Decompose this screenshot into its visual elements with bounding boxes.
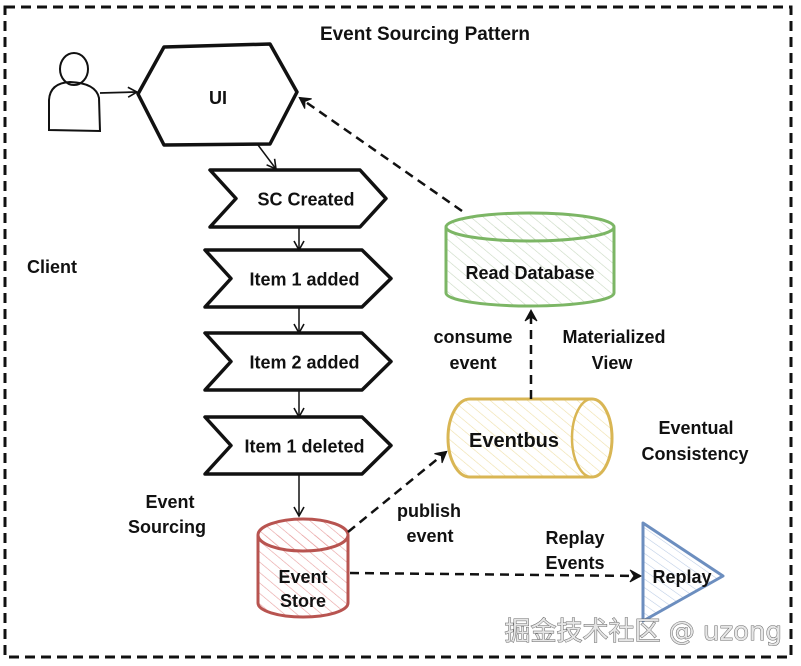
read-database-node[interactable]: Read Database — [444, 211, 616, 308]
event-item-label: Item 1 deleted — [244, 437, 364, 457]
event-store-node[interactable]: Event Store — [256, 517, 350, 619]
watermark: 掘金技术社区 @ uzong — [504, 617, 782, 647]
event-item[interactable]: Item 1 added — [203, 248, 393, 309]
replay-events-label-line1: Replay — [545, 528, 604, 548]
replay-events-label-line2: Events — [545, 553, 604, 573]
event-sourcing-label-line1: Event — [145, 492, 194, 512]
event-item-label: SC Created — [257, 190, 354, 210]
event-chevron — [203, 248, 393, 309]
event-chevron — [203, 331, 393, 392]
materialized-view-label-line2: View — [592, 353, 634, 373]
event-item[interactable]: Item 2 added — [203, 331, 393, 392]
arrow-readdb-to-ui — [298, 96, 463, 213]
publish-event-label-line1: publish — [397, 501, 461, 521]
event-chevron — [208, 168, 388, 229]
user-icon — [48, 52, 102, 133]
consume-event-label-line2: event — [449, 353, 496, 373]
arrow-user-to-ui — [99, 86, 139, 98]
eventbus-node[interactable]: Eventbus — [446, 397, 614, 479]
event-store-label-line1: Event — [278, 567, 327, 587]
eventbus-label: Eventbus — [469, 430, 559, 452]
event-sourcing-label-line2: Sourcing — [128, 517, 206, 537]
arrow-store-to-replay — [349, 569, 643, 583]
read-database-label: Read Database — [465, 263, 594, 283]
materialized-view-label-line1: Materialized — [562, 327, 665, 347]
diagram-title: Event Sourcing Pattern — [320, 24, 530, 45]
eventual-consistency-label-line2: Consistency — [641, 444, 748, 464]
event-item[interactable]: Item 1 deleted — [203, 415, 393, 476]
arrow-ui-to-sc-created — [257, 144, 277, 171]
publish-event-label-line2: event — [406, 526, 453, 546]
event-store-label-line2: Store — [280, 591, 326, 611]
eventual-consistency-label-line1: Eventual — [658, 418, 733, 438]
event-item[interactable]: SC Created — [208, 168, 388, 229]
replay-label: Replay — [652, 567, 711, 587]
ui-hexagon — [136, 42, 299, 147]
replay-node[interactable]: Replay — [641, 521, 725, 623]
event-chevron — [203, 415, 393, 476]
event-item-label: Item 1 added — [249, 270, 359, 290]
client-label: Client — [27, 257, 77, 277]
consume-event-label-line1: consume — [433, 327, 512, 347]
arrow-store-to-eventbus — [347, 450, 448, 533]
ui-node[interactable]: UI — [136, 42, 299, 147]
ui-label: UI — [209, 88, 227, 108]
boundary-frame — [3, 5, 793, 659]
event-item-label: Item 2 added — [249, 353, 359, 373]
